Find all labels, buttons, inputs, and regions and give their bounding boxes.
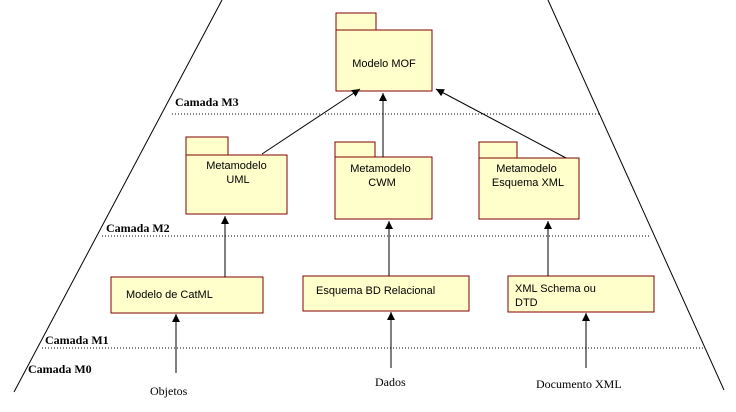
source-objetos: Objetos — [150, 384, 188, 398]
layer-label-m2: Camada M2 — [106, 221, 170, 235]
package-label-line: UML — [226, 174, 249, 186]
source-dados: Dados — [375, 375, 406, 389]
layer-label-m3: Camada M3 — [175, 95, 239, 109]
package-tab — [185, 136, 229, 156]
model-label-line: Esquema BD Relacional — [316, 285, 435, 297]
model-box — [110, 276, 264, 314]
package-body — [335, 29, 433, 92]
package-label-line: Metamodelo — [350, 163, 411, 175]
model-label-line: XML Schema ou — [515, 283, 596, 295]
model-esquema-bd-relacional: Esquema BD Relacional — [302, 275, 470, 312]
package-label-line: Esquema XML — [492, 177, 564, 189]
arrow-xml-to-mof — [435, 88, 567, 159]
package-body — [185, 154, 288, 215]
package-tab — [478, 141, 518, 159]
package-label: Metamodelo UML — [206, 160, 270, 186]
package-body — [478, 157, 580, 220]
package-label: Metamodelo CWM — [350, 163, 414, 189]
package-label-line: Metamodelo — [496, 163, 557, 175]
package-metamodelo-cwm: Metamodelo CWM — [334, 141, 433, 220]
package-tab — [335, 12, 377, 31]
funnel-right-edge — [547, 0, 725, 391]
package-label-line: Metamodelo — [206, 160, 267, 172]
layer-label-m0: Camada M0 — [28, 362, 92, 376]
source-documento-xml: Documento XML — [536, 377, 622, 391]
package-tab — [334, 141, 376, 158]
model-xml-schema-dtd: XML Schema ou DTD — [507, 275, 655, 313]
model-catml: Modelo de CatML — [110, 276, 264, 314]
model-box — [302, 275, 470, 312]
package-modelo-mof: Modelo MOF — [335, 12, 433, 92]
model-label: Modelo de CatML — [126, 289, 213, 301]
model-box — [507, 275, 655, 313]
package-body — [334, 156, 433, 220]
model-label: XML Schema ou DTD — [515, 283, 599, 309]
model-label: Esquema BD Relacional — [316, 285, 435, 297]
package-label: Modelo MOF — [352, 58, 416, 70]
package-label-line: CWM — [368, 177, 396, 189]
package-metamodelo-esquema-xml: Metamodelo Esquema XML — [478, 141, 580, 220]
package-label: Metamodelo Esquema XML — [492, 163, 564, 189]
package-label-line: Modelo MOF — [352, 58, 416, 70]
arrow-uml-to-mof — [261, 88, 361, 155]
funnel-left-edge — [13, 0, 223, 393]
package-metamodelo-uml: Metamodelo UML — [185, 136, 288, 215]
model-label-line: Modelo de CatML — [126, 289, 213, 301]
model-label-line: DTD — [515, 297, 538, 309]
layer-label-m1: Camada M1 — [45, 333, 109, 347]
